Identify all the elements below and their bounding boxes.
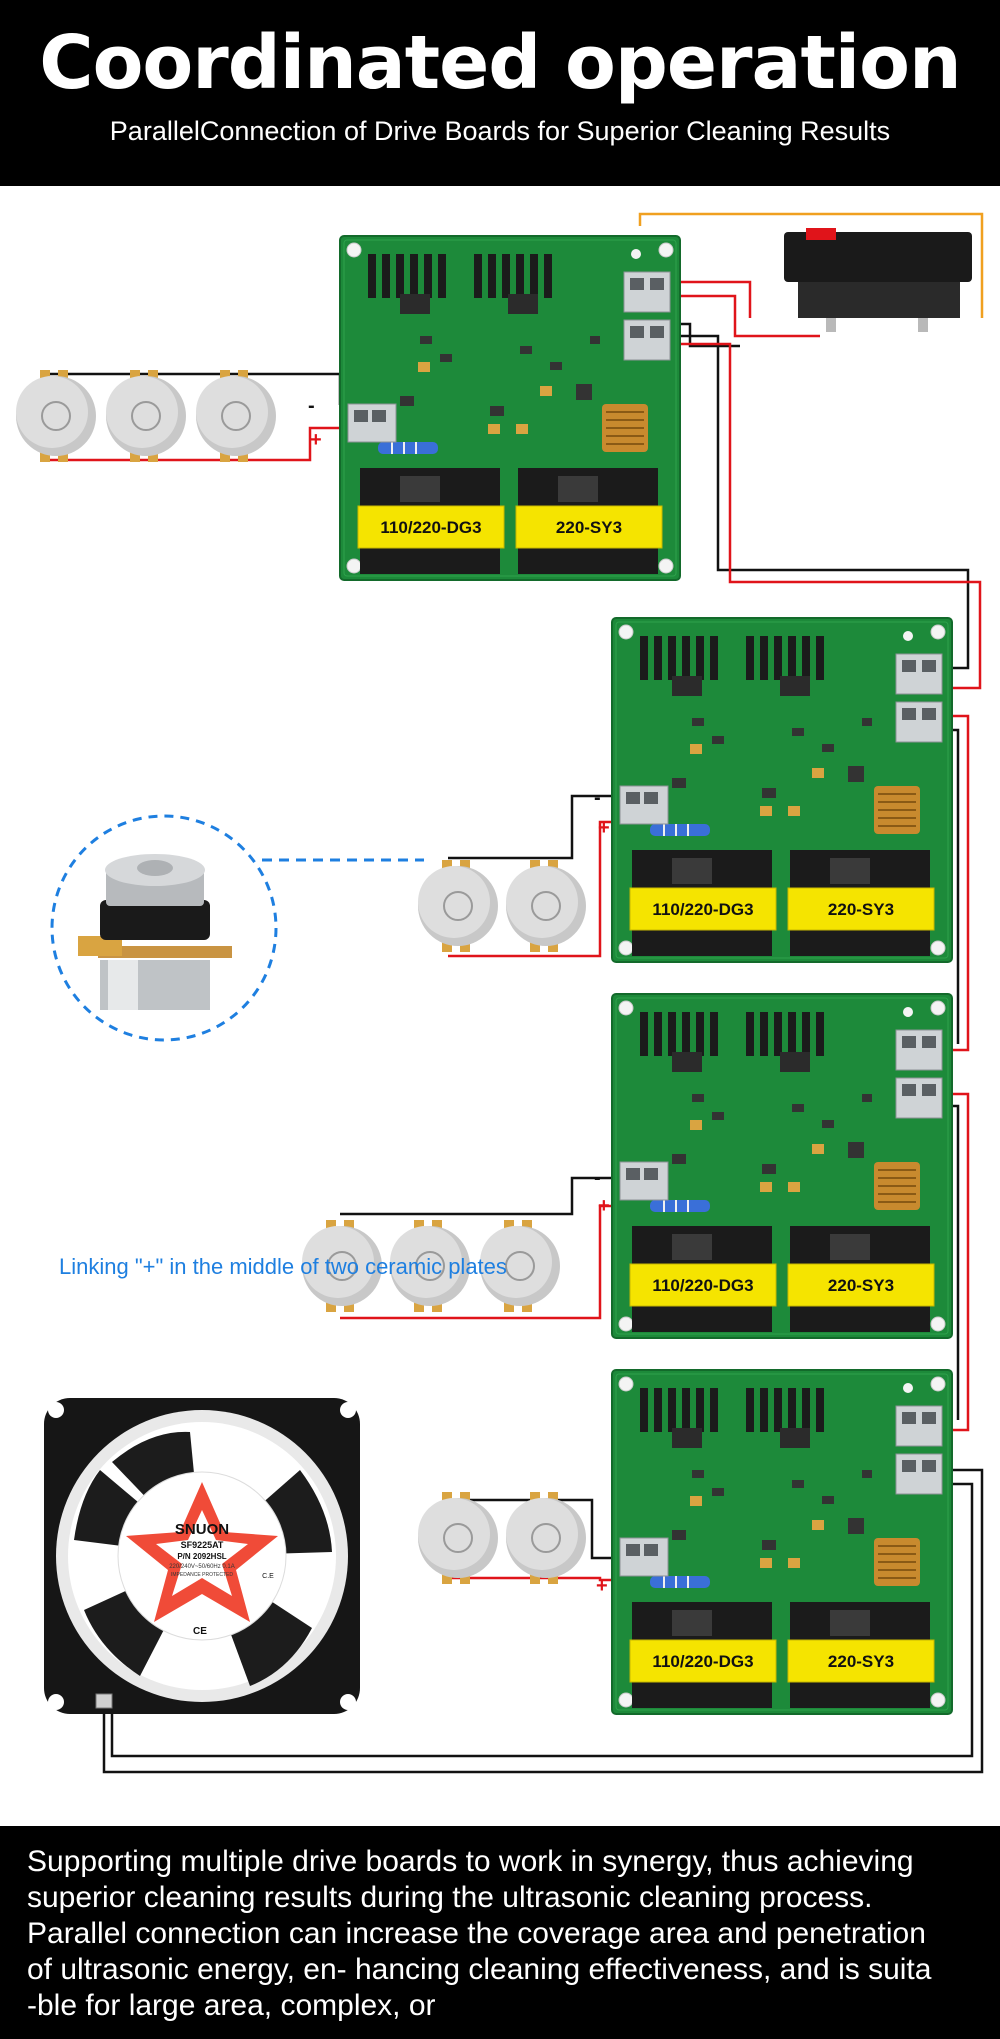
board-4-right-label: 220-SY3 [828, 1652, 894, 1671]
minus-sign: - [308, 395, 315, 417]
drive-board-1: 110/220-DG3 220-SY3 [339, 235, 681, 581]
cooling-fan: SNUON SF9225AT P/N 2092HSL 220/240V~50/6… [44, 1398, 360, 1714]
board-1-right-label: 220-SY3 [556, 518, 622, 537]
plus-sign: + [598, 817, 610, 839]
footer-line: -ble for large area, complex, or [27, 1989, 436, 2022]
footer-line: Parallel connection can increase the cov… [27, 1917, 926, 1950]
plus-sign: + [596, 1575, 608, 1597]
ceramic-plate [195, 369, 277, 463]
board-2-right-label: 220-SY3 [828, 900, 894, 919]
ceramic-plate [417, 859, 499, 953]
page-subtitle: ParallelConnection of Drive Boards for S… [109, 116, 891, 146]
fan-ce-small-mark: C.E [262, 1573, 274, 1580]
page-title: Coordinated operation [39, 20, 961, 106]
wiring-diagram: 110/220-DG3 220-SY3 110/220-DG3 220-SY3 … [0, 186, 1000, 1826]
drive-board-3: 110/220-DG3 220-SY3 [611, 993, 953, 1339]
footer-description: Supporting multiple drive boards to work… [0, 1826, 1000, 2039]
fan-rating: 220/240V~50/60Hz 0.1A [169, 1564, 235, 1570]
power-switch [784, 228, 972, 332]
ceramic-plate [15, 369, 97, 463]
minus-sign: - [594, 787, 601, 809]
footer-line: superior cleaning results during the ult… [27, 1881, 873, 1914]
drive-board-2: 110/220-DG3 220-SY3 [611, 617, 953, 963]
board-3-right-label: 220-SY3 [828, 1276, 894, 1295]
plus-sign: + [310, 429, 322, 451]
transducer-callout [50, 814, 424, 1042]
ceramic-plates-group-4 [417, 1491, 587, 1585]
transducer-caption: Linking "+" in the middle of two ceramic… [59, 1254, 507, 1279]
ceramic-plate [105, 369, 187, 463]
ceramic-plates-group-1 [15, 369, 277, 463]
ceramic-plate [417, 1491, 499, 1585]
footer-line: Supporting multiple drive boards to work… [27, 1845, 914, 1878]
footer-line: of ultrasonic energy, en- hancing cleani… [27, 1953, 932, 1986]
board-3-left-label: 110/220-DG3 [652, 1276, 753, 1295]
ceramic-plates-group-2 [417, 859, 587, 953]
fan-protection: IMPEDANCE PROTECTED [171, 1572, 233, 1578]
plus-sign: + [598, 1195, 610, 1217]
transducer-icon [78, 854, 232, 1010]
drive-board-4: 110/220-DG3 220-SY3 [611, 1369, 953, 1715]
ceramic-plate [505, 1491, 587, 1585]
header: Coordinated operation ParallelConnection… [0, 0, 1000, 186]
fan-ce-mark: CE [193, 1626, 207, 1637]
board-2-left-label: 110/220-DG3 [652, 900, 753, 919]
ceramic-plate [505, 859, 587, 953]
board-4-left-label: 110/220-DG3 [652, 1652, 753, 1671]
board-1-left-label: 110/220-DG3 [380, 518, 481, 537]
minus-sign: - [594, 1167, 601, 1189]
fan-model: SF9225AT [181, 1540, 224, 1550]
fan-brand: SNUON [175, 1521, 229, 1538]
fan-part-number: P/N 2092HSL [177, 1552, 226, 1561]
